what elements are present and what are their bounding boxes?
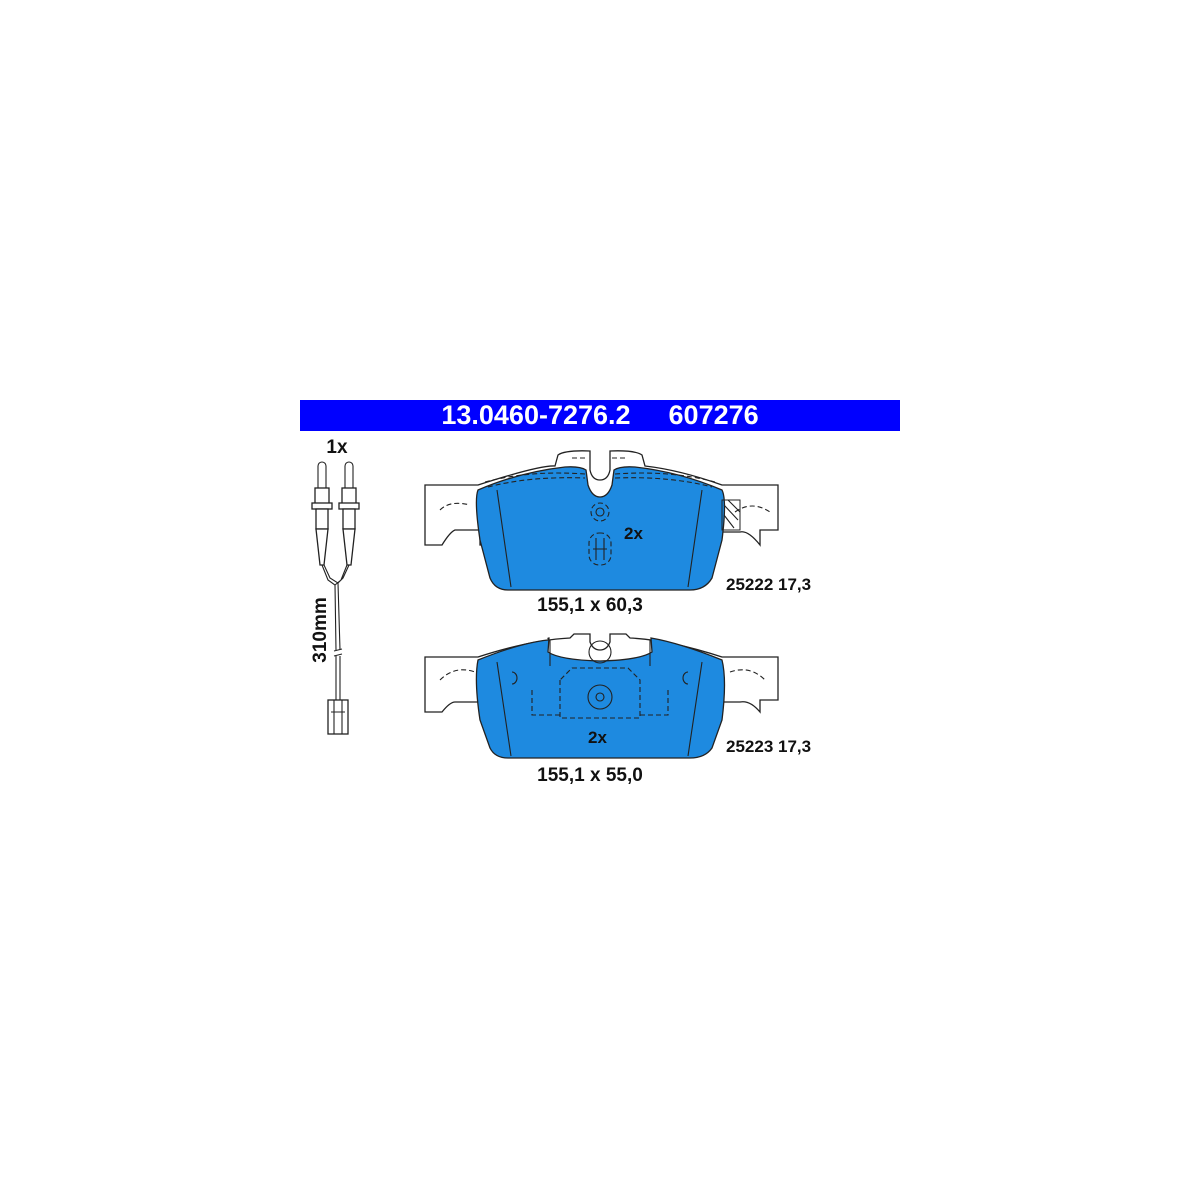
sensor-length: 310mm bbox=[310, 597, 331, 663]
title-banner: 13.0460-7276.2 607276 bbox=[300, 400, 900, 431]
pad-2-quantity: 2x bbox=[588, 728, 607, 747]
wear-sensor-drawing bbox=[311, 461, 360, 735]
pad-1-dimensions: 155,1 x 60,3 bbox=[537, 595, 643, 616]
pad-1-code: 25222 17,3 bbox=[726, 575, 811, 594]
brake-pad-1-drawing bbox=[424, 450, 779, 591]
article-number: 607276 bbox=[668, 400, 759, 430]
brake-pad-2-drawing bbox=[424, 633, 779, 759]
pad-2-code: 25223 17,3 bbox=[726, 737, 811, 756]
sensor-quantity: 1x bbox=[326, 437, 348, 458]
pad-2-dimensions: 155,1 x 55,0 bbox=[537, 765, 643, 786]
part-number: 13.0460-7276.2 bbox=[441, 400, 631, 430]
pad-1-quantity: 2x bbox=[624, 524, 643, 543]
